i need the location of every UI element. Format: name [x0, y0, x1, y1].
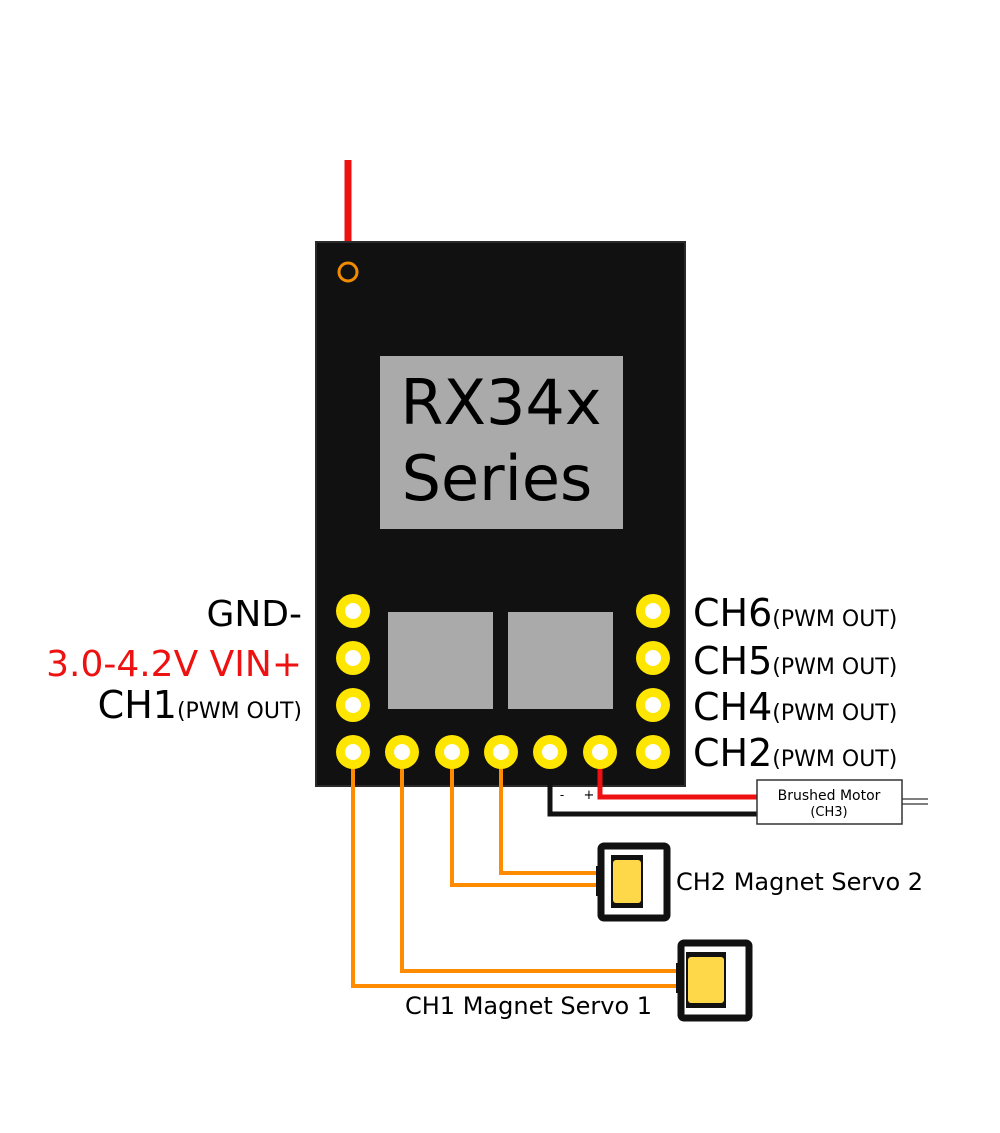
pad-ch2: [636, 735, 670, 769]
pad-ch5: [636, 641, 670, 675]
servo1-wires: [351, 752, 676, 988]
component-block-left: [388, 612, 493, 709]
servo2-wires: [450, 752, 596, 887]
pin-label-ch1-suffix: (PWM OUT): [177, 699, 302, 724]
component-block-right: [508, 612, 613, 709]
pin-label-ch4-suffix: (PWM OUT): [772, 701, 897, 726]
pin-label-ch2-name: CH2: [693, 731, 772, 775]
pad-ch6: [636, 594, 670, 628]
magnet-servo-2: [596, 842, 671, 922]
antenna-solder-ring: [337, 261, 359, 283]
pin-label-vin: 3.0-4.2V VIN+: [46, 644, 302, 685]
pin-label-ch1-name: CH1: [98, 683, 177, 727]
pads-bottom-row: [336, 735, 617, 769]
pin-label-ch5: CH5(PWM OUT): [693, 639, 897, 683]
pin-label-ch5-name: CH5: [693, 639, 772, 683]
servo1-wire-a: [351, 752, 676, 988]
motor-label-line1: Brushed Motor: [778, 788, 881, 804]
pin-label-ch1: CH1(PWM OUT): [98, 683, 302, 727]
pin-label-ch4-name: CH4: [693, 685, 772, 729]
pin-label-ch6: CH6(PWM OUT): [693, 591, 897, 635]
pin-label-gnd: GND-: [206, 594, 302, 635]
servo1-wire-b: [400, 752, 676, 973]
pad-bottom-5: [533, 735, 567, 769]
magnet-servo-1: [676, 939, 753, 1022]
pin-label-ch4: CH4(PWM OUT): [693, 685, 897, 729]
servo1-label: CH1 Magnet Servo 1: [405, 992, 652, 1020]
pin-label-ch6-name: CH6: [693, 591, 772, 635]
pad-bottom-3: [435, 735, 469, 769]
pad-gnd: [336, 594, 370, 628]
pad-ch4: [636, 688, 670, 722]
pad-bottom-1: [336, 735, 370, 769]
pin-label-ch5-suffix: (PWM OUT): [772, 655, 897, 680]
pin-label-ch6-suffix: (PWM OUT): [772, 607, 897, 632]
servo2-label: CH2 Magnet Servo 2: [676, 868, 923, 896]
motor-minus-mark: -: [560, 788, 564, 802]
pad-bottom-2: [385, 735, 419, 769]
pin-label-ch2-suffix: (PWM OUT): [772, 747, 897, 772]
motor-plus-mark: +: [584, 788, 595, 803]
chip-label-area: [380, 356, 623, 529]
pads-right-column: [636, 594, 670, 769]
pad-bottom-4: [484, 735, 518, 769]
pad-vin: [336, 641, 370, 675]
motor-label-line2: (CH3): [810, 805, 847, 820]
pad-bottom-6: [583, 735, 617, 769]
servo2-wire-a: [450, 752, 596, 887]
pin-label-ch2: CH2(PWM OUT): [693, 731, 897, 775]
chip-label-line2: Series: [402, 442, 593, 515]
pads-left-column: [336, 594, 370, 722]
servo2-wire-b: [499, 752, 596, 875]
chip-label-line1: RX34x: [400, 366, 601, 439]
pad-ch1: [336, 688, 370, 722]
brushed-motor-body: [756, 779, 903, 825]
motor-wire-negative: [547, 752, 757, 817]
